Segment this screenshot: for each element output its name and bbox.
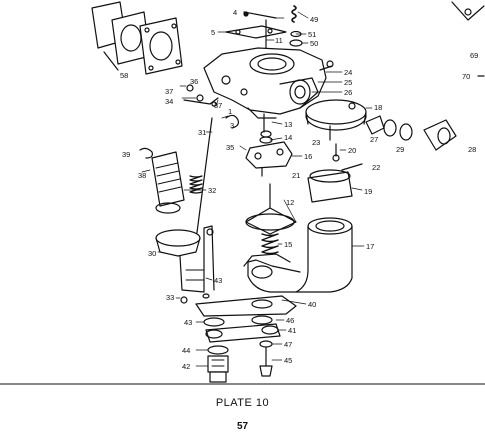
callout-18: 18 [374,103,382,112]
jet-screw-45-47 [259,340,273,377]
jet-nut-42-44 [207,345,229,383]
callout-12: 12 [286,198,294,207]
callout-26: 26 [344,88,352,97]
piston-spring-15 [261,233,279,255]
callout-11: 11 [275,36,283,45]
washers-43-46 [203,315,281,343]
callout-16: 16 [304,152,312,161]
callout-15: 15 [284,240,292,249]
callout-22: 22 [372,163,380,172]
callout-24: 24 [344,68,352,77]
callout-39: 39 [122,150,130,159]
callout-21: 21 [292,171,300,180]
callout-49: 49 [310,15,318,24]
callout-14: 14 [284,133,292,142]
callout-37-right: 37 [214,101,222,110]
callout-38: 38 [138,171,146,180]
callout-23: 23 [312,138,320,147]
piston-12 [245,183,297,235]
page-number: 57 [236,421,249,432]
callout-27: 27 [370,135,378,144]
callout-20: 20 [348,146,356,155]
callout-34: 34 [165,97,173,106]
callout-31: 31 [198,128,206,137]
callout-3: 3 [230,121,234,130]
callout-32: 32 [208,186,216,195]
callout-5: 5 [211,28,215,37]
callout-30: 30 [148,249,156,258]
callout-labels: 4 5 11 49 51 50 58 69 70 24 25 26 18 36 … [120,8,478,371]
flange-gaskets-58 [91,1,183,75]
callout-43-upper: 43 [214,276,222,285]
callout-17: 17 [366,242,374,251]
callout-41: 41 [288,326,296,335]
leader-lines [141,11,373,367]
callout-47: 47 [284,340,292,349]
callout-13: 13 [284,120,292,129]
lower-flange-40 [195,295,297,317]
partial-part-69 [451,1,485,77]
callout-50: 50 [310,39,318,48]
callout-28: 28 [468,145,476,154]
callout-25: 25 [344,78,352,87]
callout-46: 46 [286,316,294,325]
callout-51: 51 [308,30,316,39]
float-chamber-17 [243,217,353,293]
callout-37-top: 37 [165,87,173,96]
callout-33: 33 [166,293,174,302]
callout-43-lower: 43 [184,318,192,327]
banjo-fittings-27-29-28 [365,115,457,151]
callout-40: 40 [308,300,316,309]
needle-valve-parts-49-51 [289,5,303,47]
clip-3 [225,114,239,129]
callout-58: 58 [120,71,128,80]
callout-19: 19 [364,187,372,196]
callout-42: 42 [182,362,190,371]
carburettor-body [203,47,334,119]
piston-chamber-18 [305,99,367,141]
callout-29: 29 [396,145,404,154]
callout-70: 70 [462,72,470,81]
callout-45: 45 [284,356,292,365]
throttle-rod-31 [183,84,219,241]
filter-38 [139,147,185,214]
callout-1: 1 [228,107,232,116]
float-19 [307,143,363,203]
callout-36: 36 [190,77,198,86]
callout-35: 35 [226,143,234,152]
plate-title: PLATE 10 [215,397,270,409]
callout-4: 4 [233,8,237,17]
callout-44: 44 [182,346,190,355]
callout-69: 69 [470,51,478,60]
float-chamber-gasket-5 [225,11,287,49]
pump-housing-30 [155,225,215,304]
